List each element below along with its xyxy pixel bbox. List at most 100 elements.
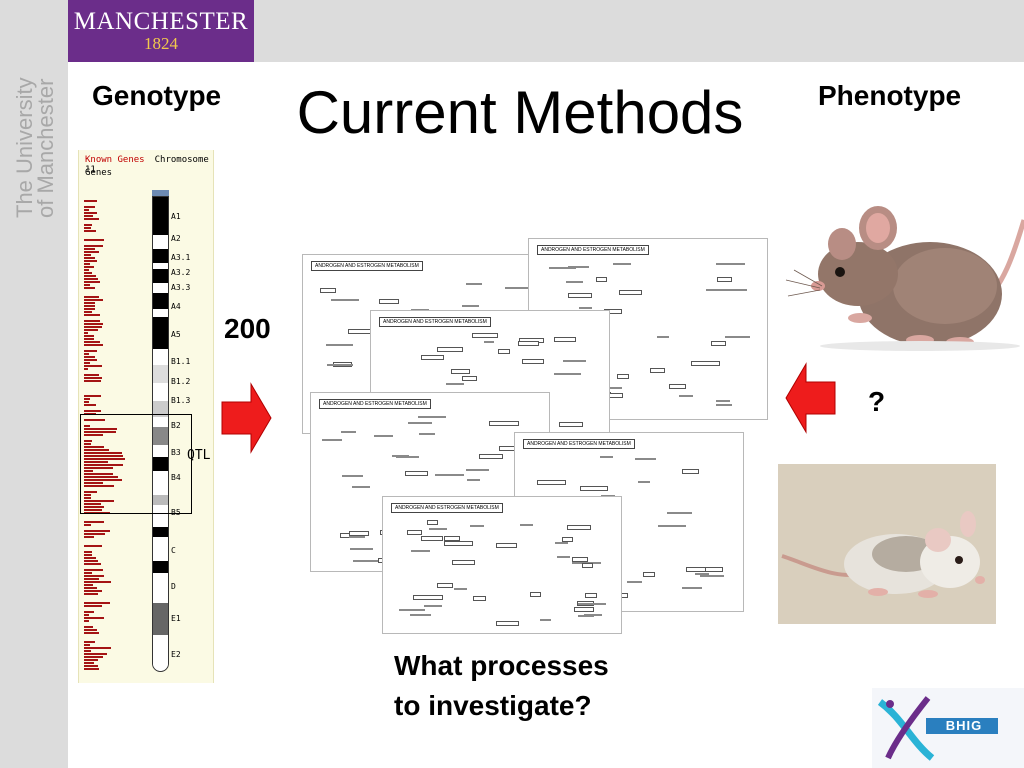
pathway-node bbox=[489, 421, 519, 426]
gene-bar bbox=[84, 581, 111, 583]
gene-bar bbox=[84, 410, 101, 412]
band-label: A2 bbox=[171, 234, 181, 243]
question-text: What processes to investigate? bbox=[394, 646, 609, 726]
gene-bar bbox=[84, 404, 96, 406]
pathway-node bbox=[530, 592, 541, 597]
pathway-node bbox=[522, 359, 544, 364]
pathway-node bbox=[518, 341, 539, 346]
pathway-text bbox=[342, 475, 363, 477]
gene-bar bbox=[84, 554, 92, 556]
university-vertical-text: The University of Manchester bbox=[12, 58, 62, 218]
slide-title: Current Methods bbox=[296, 79, 744, 146]
gene-bar bbox=[84, 443, 91, 445]
gene-bar bbox=[84, 332, 88, 334]
gene-bar bbox=[84, 524, 91, 526]
band-label: B3 bbox=[171, 448, 181, 457]
pathway-text bbox=[418, 416, 446, 418]
pathway-node bbox=[554, 337, 576, 342]
question-mark-label: ? bbox=[868, 386, 886, 417]
chromosome-band bbox=[153, 235, 168, 249]
gene-bar bbox=[84, 440, 92, 442]
band-label: B4 bbox=[171, 473, 181, 482]
gene-bar bbox=[84, 575, 104, 577]
genotype-label: Genotype bbox=[92, 80, 222, 111]
pathway-text bbox=[396, 456, 419, 458]
gene-bar bbox=[84, 356, 95, 358]
gene-bar bbox=[84, 476, 118, 478]
chromosome-band bbox=[153, 561, 168, 573]
pathway-text bbox=[554, 373, 581, 375]
band-label: E2 bbox=[171, 650, 181, 659]
pathway-text bbox=[446, 383, 464, 385]
gene-bar bbox=[84, 497, 91, 499]
gene-bar bbox=[84, 644, 90, 646]
gene-bar bbox=[84, 458, 125, 460]
gene-bar bbox=[84, 326, 102, 328]
gene-bar bbox=[84, 329, 98, 331]
gene-bar bbox=[84, 308, 95, 310]
pathway-node bbox=[574, 607, 594, 612]
gene-bar bbox=[84, 485, 114, 487]
pathway-sheet-title: ANDROGEN AND ESTROGEN METABOLISM bbox=[319, 399, 431, 409]
gene-bar bbox=[84, 281, 100, 283]
chromosome-band bbox=[153, 197, 168, 235]
pathway-text bbox=[667, 512, 692, 514]
gene-bar bbox=[84, 248, 95, 250]
pathway-text bbox=[470, 525, 484, 527]
pathway-text bbox=[638, 481, 650, 483]
chromosome-band bbox=[153, 365, 168, 383]
pathway-node bbox=[452, 560, 475, 565]
chromosome-band bbox=[153, 263, 168, 269]
pathway-node bbox=[437, 347, 463, 352]
gene-bar bbox=[84, 509, 102, 511]
pathway-node bbox=[421, 536, 443, 541]
chromosome-band bbox=[153, 457, 168, 471]
band-label: B1.1 bbox=[171, 357, 191, 366]
pathway-text bbox=[635, 458, 656, 460]
qtl-box bbox=[80, 414, 192, 514]
pathway-text bbox=[657, 336, 669, 338]
pathway-node bbox=[349, 531, 369, 536]
pathway-text bbox=[424, 605, 442, 607]
chromosome-band bbox=[153, 317, 168, 349]
university-line1: The University bbox=[12, 77, 37, 218]
chromosome-band bbox=[153, 471, 168, 495]
gene-bar bbox=[84, 551, 92, 553]
gene-bar bbox=[84, 650, 91, 652]
pathway-node bbox=[413, 595, 443, 600]
chromosome-band bbox=[153, 383, 168, 401]
pathway-text bbox=[679, 395, 693, 397]
pathway-node bbox=[562, 537, 573, 542]
gene-bar bbox=[84, 323, 103, 325]
pathway-text bbox=[682, 587, 702, 589]
gene-bar bbox=[84, 461, 108, 463]
band-label: A3.1 bbox=[171, 253, 191, 262]
chromosome-ideogram bbox=[152, 196, 169, 672]
gene-bar bbox=[84, 578, 99, 580]
question-line1: What processes bbox=[394, 650, 609, 681]
gene-bar bbox=[84, 218, 99, 220]
pathway-text bbox=[411, 550, 430, 552]
pathway-text bbox=[466, 283, 482, 285]
pathway-text bbox=[322, 439, 342, 441]
pathway-text bbox=[557, 556, 570, 558]
gene-bar bbox=[84, 584, 93, 586]
pathway-text bbox=[350, 548, 373, 550]
gene-bar bbox=[84, 395, 101, 397]
bhig-logo-graphic bbox=[877, 696, 998, 761]
gene-bar bbox=[84, 629, 97, 631]
gene-bar bbox=[84, 239, 104, 241]
pathway-node bbox=[568, 293, 592, 298]
gene-bar bbox=[84, 338, 94, 340]
pathway-sheet-title: ANDROGEN AND ESTROGEN METABOLISM bbox=[311, 261, 423, 271]
gene-bar bbox=[84, 305, 95, 307]
pathway-node bbox=[691, 361, 720, 366]
pathway-text bbox=[600, 456, 613, 458]
white-mouse-image bbox=[778, 464, 996, 624]
pathway-text bbox=[566, 281, 583, 283]
chromosome-band bbox=[153, 249, 168, 263]
gene-density-bars bbox=[84, 196, 148, 672]
pathway-text bbox=[658, 525, 686, 527]
pathway-node bbox=[572, 557, 588, 562]
